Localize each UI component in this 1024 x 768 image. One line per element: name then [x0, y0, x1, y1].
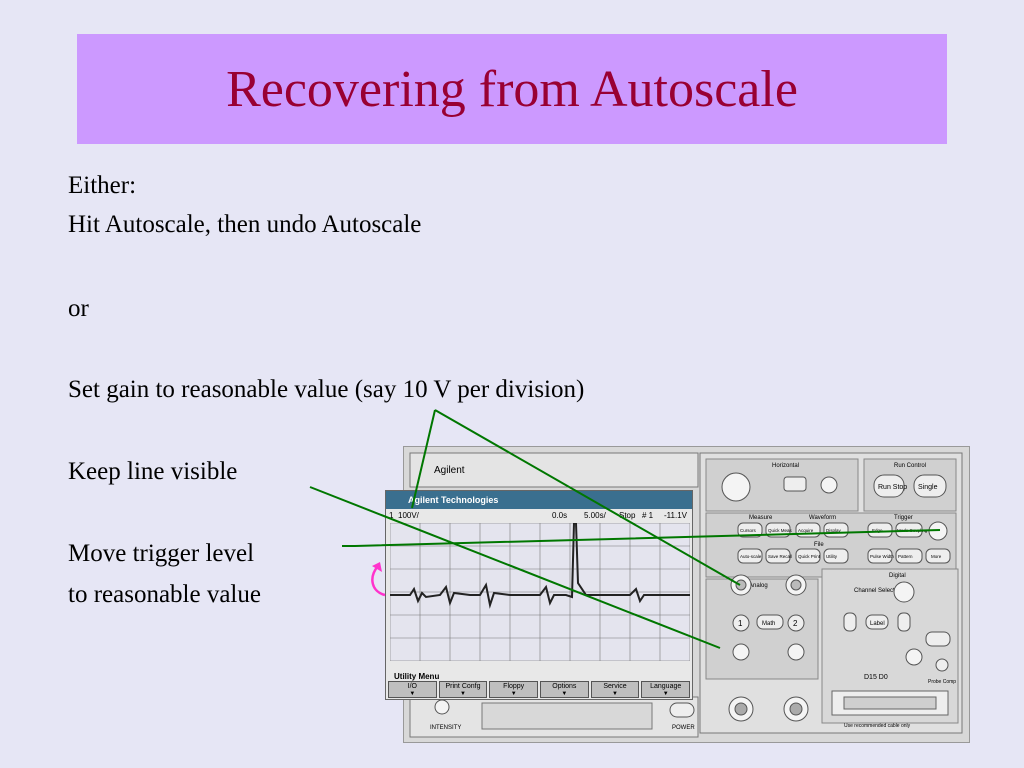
softkey-io[interactable]: I/O	[388, 681, 437, 699]
softkey-language[interactable]: Language	[641, 681, 691, 699]
section-file: File	[814, 542, 824, 548]
auto-scale-button[interactable]: Auto-scale	[740, 554, 762, 559]
section-waveform: Waveform	[809, 515, 836, 521]
screen-header: Agilent Technologies	[386, 491, 692, 509]
section-digital: Digital	[889, 573, 906, 579]
pattern-button[interactable]: Pattern	[898, 554, 913, 559]
section-run-control: Run Control	[894, 463, 926, 469]
utility-menu-label: Utility Menu	[394, 672, 440, 681]
digital-range-label: D15 D0	[864, 674, 888, 681]
cable-note-label: Use recommended cable only	[844, 723, 911, 729]
softkey-row: I/O Print Confg Floppy Options Service L…	[388, 681, 691, 699]
quick-meas-button[interactable]: Quick Meas	[768, 528, 793, 533]
text-reasonable-value: to reasonable value	[68, 581, 261, 608]
run-stop-button[interactable]: Run Stop	[878, 484, 907, 491]
waveform-grid	[390, 523, 690, 661]
status-channel: 1	[389, 511, 394, 520]
single-button[interactable]: Single	[918, 484, 938, 491]
pulse-width-button[interactable]: Pulse Width	[870, 554, 895, 559]
softkey-print-confg[interactable]: Print Confg	[438, 681, 488, 699]
status-time-div: 5.00s/	[584, 511, 606, 520]
edge-button[interactable]: Edge	[872, 528, 883, 533]
text-move-trigger: Move trigger level	[68, 540, 255, 567]
more-button[interactable]: More	[931, 554, 942, 559]
label-button[interactable]: Label	[870, 621, 885, 627]
section-measure: Measure	[749, 515, 773, 521]
scope-screen: Agilent Technologies 1 100V/ 0.0s 5.00s/…	[385, 490, 693, 700]
power-label: POWER	[672, 725, 695, 731]
brand-label: Agilent	[434, 465, 465, 476]
softkey-options[interactable]: Options	[540, 681, 589, 699]
cursors-button[interactable]: Cursors	[740, 528, 757, 533]
utility-button[interactable]: Utility	[826, 554, 838, 559]
softkey-service[interactable]: Service	[590, 681, 640, 699]
curved-arrow-head	[372, 562, 382, 572]
screen-status-bar: 1 100V/ 0.0s 5.00s/ Stop # 1 -11.1V	[386, 509, 692, 523]
text-set-gain: Set gain to reasonable value (say 10 V p…	[68, 376, 585, 403]
status-level: -11.1V	[664, 511, 687, 520]
section-analog: Analog	[749, 583, 768, 589]
quick-print-button[interactable]: Quick Print	[798, 554, 821, 559]
acquire-button[interactable]: Acquire	[798, 528, 814, 533]
status-volts-div: 100V/	[398, 511, 419, 520]
status-delay: 0.0s	[552, 511, 568, 520]
text-keep-line-visible: Keep line visible	[68, 458, 238, 485]
status-trigger: # 1	[642, 511, 654, 520]
section-trigger: Trigger	[894, 515, 913, 521]
mode-coupling-button[interactable]: Mode Coupling	[897, 528, 928, 533]
section-horizontal: Horizontal	[772, 463, 799, 469]
text-either: Either:	[68, 172, 137, 199]
svg-text:2: 2	[793, 619, 798, 628]
math-button[interactable]: Math	[762, 621, 775, 627]
slide-title: Recovering from Autoscale	[226, 60, 798, 118]
svg-text:1: 1	[738, 619, 743, 628]
intensity-label: INTENSITY	[430, 725, 461, 731]
text-hit-autoscale: Hit Autoscale, then undo Autoscale	[68, 211, 422, 238]
save-recall-button[interactable]: Save Recall	[768, 554, 792, 559]
curved-arrow	[371, 565, 386, 597]
channel-select-label: Channel Select	[854, 588, 895, 594]
text-or: or	[68, 295, 89, 322]
softkey-floppy[interactable]: Floppy	[489, 681, 539, 699]
display-button[interactable]: Display	[826, 528, 842, 533]
probe-comp-label: Probe Comp	[928, 679, 956, 685]
title-bar: Recovering from Autoscale	[77, 34, 947, 144]
status-mode: Stop	[619, 511, 636, 520]
